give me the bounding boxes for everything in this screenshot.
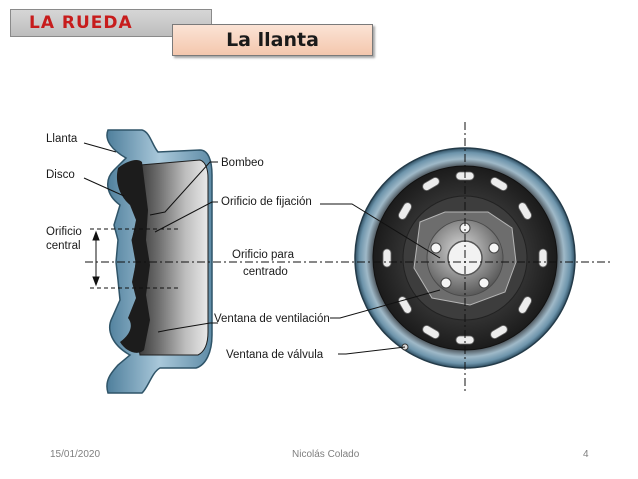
slide-title: La llanta [226,29,319,51]
section-title: LA RUEDA [29,13,133,33]
label-orificio-fijacion: Orificio de fijación [221,196,312,208]
central-hole-dimension [92,230,100,287]
label-llanta: Llanta [46,133,78,145]
footer-date: 15/01/2020 [50,449,101,460]
label-orificio-central-2: central [46,240,81,252]
label-orificio-centrado-1: Orificio para [232,249,295,261]
leader-lines [83,142,441,355]
footer-page-number: 4 [583,449,589,460]
label-disco: Disco [46,169,75,181]
center-lines [85,122,610,392]
label-bombeo: Bombeo [221,157,264,169]
label-orificio-central-1: Orificio [46,226,82,238]
slide-title-box: La llanta [172,24,373,56]
section-title-box: LA RUEDA [10,9,212,37]
label-ventana-valvula: Ventana de válvula [226,349,324,361]
label-ventana-ventilacion: Ventana de ventilación [214,313,330,325]
label-orificio-centrado-2: centrado [243,266,288,278]
footer-author: Nicolás Colado [292,449,360,460]
